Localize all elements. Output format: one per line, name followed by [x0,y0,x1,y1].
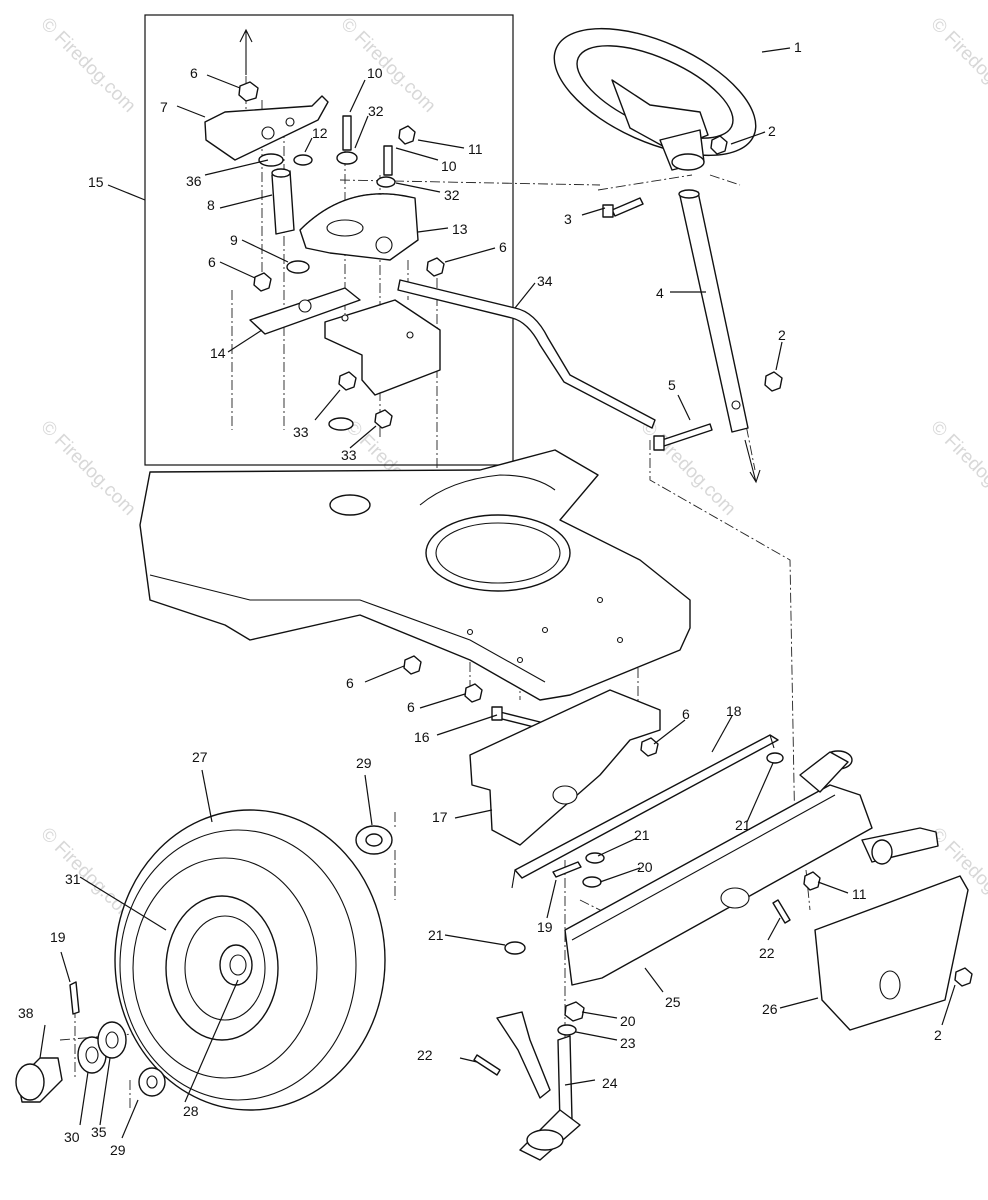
steering-wheel [553,27,757,171]
callout-21: 21 [634,827,650,843]
callout-31: 31 [65,871,81,887]
watermark-text: © Firedog.com [336,14,439,117]
callout-33: 33 [293,424,309,440]
callout-24: 24 [602,1075,618,1091]
callout-38: 38 [18,1005,34,1021]
detail-inset-frame [144,14,514,466]
callout-22: 22 [759,945,775,961]
callout-11: 11 [468,141,483,157]
callout-13: 13 [452,221,468,237]
column-hardware [602,135,783,451]
callout-36: 36 [186,173,202,189]
callout-18: 18 [726,703,742,719]
callout-34: 34 [537,273,553,289]
weight-hole [879,970,901,1000]
upper-bushing [355,825,393,855]
callout-12: 12 [312,125,328,141]
callout-6: 6 [208,254,216,270]
axle-hardware [473,752,821,1076]
leader-lines [39,47,956,1139]
callout-19: 19 [537,919,553,935]
callout-1: 1 [794,39,802,55]
callout-2: 2 [768,123,776,139]
callout-5: 5 [668,377,676,393]
callout-30: 30 [64,1129,80,1145]
callout-3: 3 [564,211,572,227]
front-wheel [114,809,386,1111]
callout-6: 6 [346,675,354,691]
callout-9: 9 [230,232,238,248]
arrow-up [239,28,253,75]
watermark-text: © Firedog.com [36,417,139,520]
wheel-hardware [15,981,166,1103]
callout-27: 27 [192,749,208,765]
callout-21: 21 [735,817,751,833]
axle-weight [814,875,969,1031]
callout-6: 6 [407,699,415,715]
callout-15: 15 [88,174,104,190]
arrow-down [744,439,761,484]
front-axle [564,750,939,986]
callout-20: 20 [637,859,653,875]
callout-6: 6 [190,65,198,81]
callout-32: 32 [368,103,384,119]
callout-25: 25 [665,994,681,1010]
callout-4: 4 [656,285,664,301]
tie-rod [514,734,779,879]
watermark-text: © Firedog.com [926,14,988,117]
callout-labels: 1 2 3 4 2 5 6 7 10 32 12 11 10 32 36 8 1… [18,39,942,1158]
spindle-assembly [496,1001,585,1161]
callout-35: 35 [91,1124,107,1140]
chassis-frame [139,449,691,701]
callout-33: 33 [341,447,357,463]
callout-20: 20 [620,1013,636,1029]
callout-28: 28 [183,1103,199,1119]
drag-link [397,279,656,429]
inset-parts [204,81,445,431]
callout-10: 10 [367,65,383,81]
tie-rod-ends [511,734,775,889]
callout-2: 2 [934,1027,942,1043]
callout-17: 17 [432,809,448,825]
callout-10: 10 [441,158,457,174]
callout-19: 19 [50,929,66,945]
callout-6: 6 [682,706,690,722]
callout-11: 11 [852,886,867,902]
callout-6: 6 [499,239,507,255]
callout-32: 32 [444,187,460,203]
callout-21: 21 [428,927,444,943]
callout-29: 29 [110,1142,126,1158]
axle-mount-bracket [469,689,661,846]
watermark-text: © Firedog.com [36,14,139,117]
callout-29: 29 [356,755,372,771]
callout-2: 2 [778,327,786,343]
callout-14: 14 [210,345,226,361]
callout-23: 23 [620,1035,636,1051]
callout-16: 16 [414,729,430,745]
weight-nut [954,967,973,987]
callout-26: 26 [762,1001,778,1017]
bracket-hole [552,785,578,805]
callout-7: 7 [160,99,168,115]
steering-column [678,189,749,433]
watermark-text: © Firedog.com [926,417,988,520]
callout-8: 8 [207,197,215,213]
callout-22: 22 [417,1047,433,1063]
